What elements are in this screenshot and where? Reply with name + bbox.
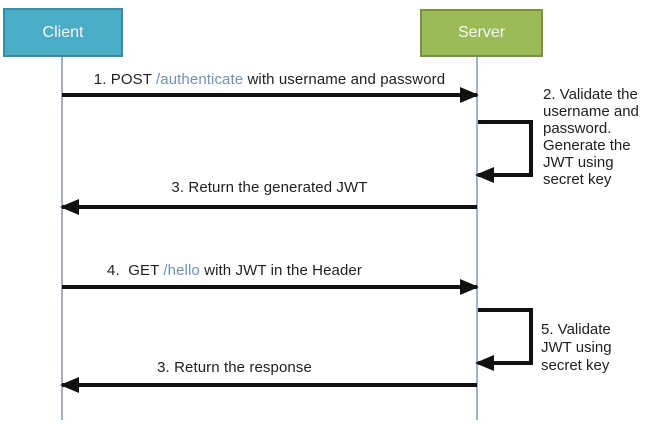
message-1-endpoint: /authenticate (156, 71, 244, 88)
message-4-text-post: with JWT in the Header (199, 262, 362, 279)
server-self-loop-5 (475, 308, 533, 371)
actor-box-client: Client (3, 8, 123, 57)
message-4-arrow (62, 279, 479, 295)
message-4-label: 4. GET /hello with JWT in the Header (62, 262, 407, 279)
note-line: Generate the (543, 137, 631, 154)
server-self-loop-2 (475, 120, 533, 183)
arrowhead-right-icon (460, 279, 479, 295)
server-note-5: 5. Validate JWT using secret key (541, 321, 612, 375)
note-line: JWT using (543, 154, 614, 171)
note-line: 5. Validate (541, 321, 611, 338)
server-lifeline (476, 57, 478, 420)
arrowhead-left-icon (475, 355, 494, 371)
actor-box-server: Server (420, 9, 543, 57)
note-line: JWT using (541, 339, 612, 356)
message-6-label: 3. Return the response (157, 359, 312, 376)
note-line: password. (543, 120, 612, 137)
message-6-arrow (60, 377, 477, 393)
arrowhead-left-icon (475, 167, 494, 183)
arrowhead-left-icon (60, 377, 79, 393)
message-1-text-post: with username and password (243, 71, 446, 88)
message-3-label: 3. Return the generated JWT (171, 179, 368, 196)
actor-server-label: Server (457, 24, 506, 41)
message-1-text-pre: 1. POST (93, 71, 157, 88)
actor-client-label: Client (42, 23, 84, 41)
client-lifeline (61, 57, 63, 420)
server-note-2: 2. Validate the username and password. G… (543, 86, 639, 188)
message-3-arrow (60, 199, 477, 215)
note-line: secret key (543, 171, 612, 188)
message-1-arrow (62, 87, 479, 103)
note-line: secret key (541, 357, 610, 374)
note-line: username and (543, 103, 639, 120)
message-4-text-pre: 4. GET (107, 262, 164, 279)
message-4-endpoint: /hello (163, 262, 200, 279)
arrowhead-right-icon (460, 87, 479, 103)
note-line: 2. Validate the (543, 86, 638, 103)
message-1-label: 1. POST /authenticate with username and … (62, 71, 477, 88)
arrowhead-left-icon (60, 199, 79, 215)
